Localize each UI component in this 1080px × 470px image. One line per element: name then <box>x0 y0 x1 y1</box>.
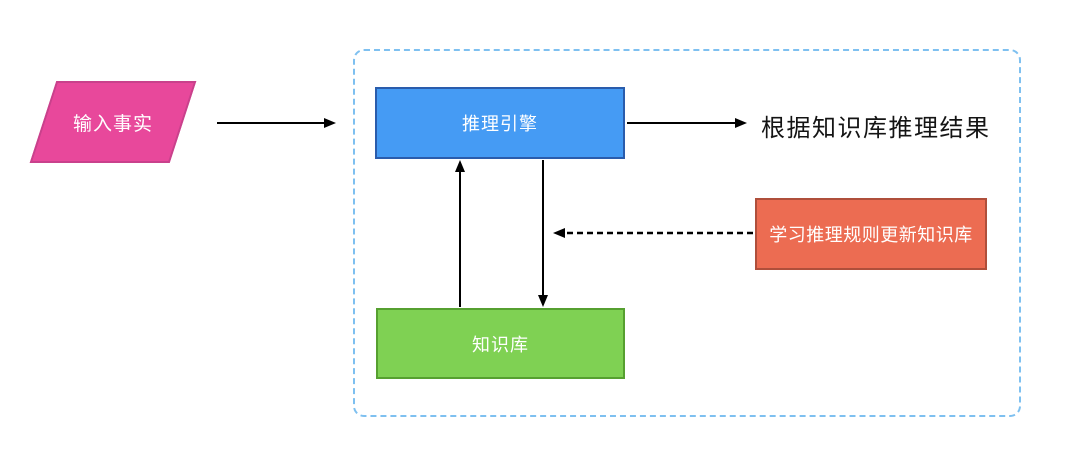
node-input-fact-label: 输入事实 <box>72 113 153 135</box>
node-inference-engine: 推理引擎 <box>375 87 625 159</box>
node-knowledge-base: 知识库 <box>376 308 625 379</box>
node-learning-rule: 学习推理规则更新知识库 <box>755 198 987 270</box>
node-input-fact: 输入事实 <box>29 81 197 163</box>
node-learning-rule-label: 学习推理规则更新知识库 <box>769 225 973 245</box>
system-boundary-dashed-box <box>353 49 1021 417</box>
result-annotation: 根据知识库推理结果 <box>761 114 991 142</box>
node-knowledge-base-label: 知识库 <box>472 334 529 355</box>
node-inference-engine-label: 推理引擎 <box>462 114 538 134</box>
